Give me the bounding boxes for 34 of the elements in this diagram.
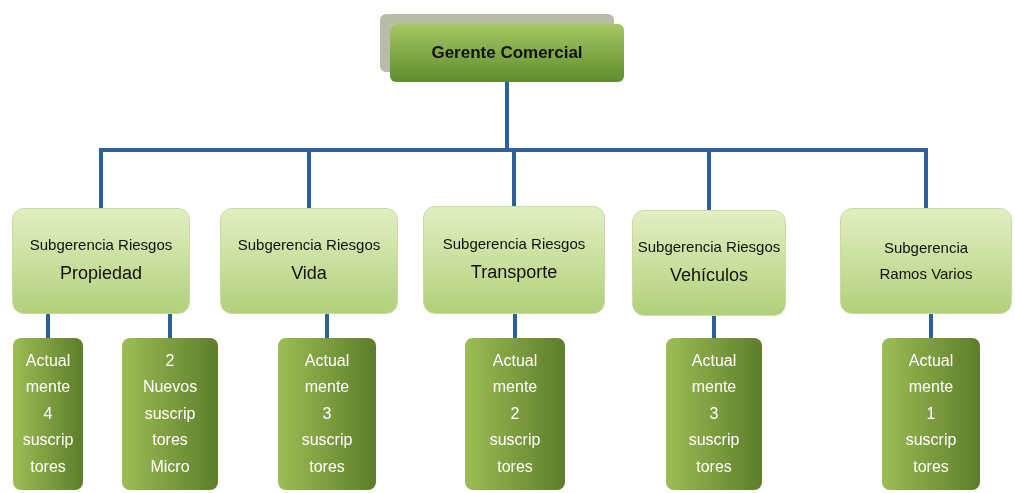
staff-text: 2 Nuevos suscrip tores Micro bbox=[142, 351, 198, 477]
title-text: Gerente Comercial bbox=[431, 43, 583, 63]
staff-text: Actual mente 3 suscrip tores bbox=[301, 351, 353, 477]
connector-line bbox=[929, 314, 933, 338]
department-name: Subgerencia Riesgos bbox=[29, 235, 173, 256]
department-name: Vehículos bbox=[669, 264, 749, 288]
staff-box bbox=[465, 338, 565, 490]
staff-text: Actual mente 2 suscrip tores bbox=[489, 351, 541, 477]
connector-line bbox=[168, 314, 172, 338]
department-name: Transporte bbox=[470, 261, 558, 285]
department-name: Subgerencia bbox=[883, 237, 969, 258]
department-box bbox=[840, 208, 1012, 314]
connector-line bbox=[712, 316, 716, 338]
staff-text: Actual mente 1 suscrip tores bbox=[905, 351, 957, 477]
department-box bbox=[423, 206, 605, 314]
department-box bbox=[220, 208, 398, 314]
connector-line bbox=[46, 314, 50, 338]
staff-box bbox=[882, 338, 980, 490]
staff-text: Actual mente 3 suscrip tores bbox=[688, 351, 740, 477]
department-name: Subgerencia Riesgos bbox=[442, 234, 586, 255]
department-name: Propiedad bbox=[59, 262, 143, 286]
staff-box bbox=[278, 338, 376, 490]
department-name: Subgerencia Riesgos bbox=[237, 235, 381, 256]
staff-text: Actual mente 4 suscrip tores bbox=[22, 351, 74, 477]
staff-box bbox=[122, 338, 218, 490]
department-name: Ramos Varios bbox=[879, 264, 973, 284]
department-box bbox=[632, 210, 786, 316]
staff-box bbox=[666, 338, 762, 490]
department-name: Subgerencia Riesgos bbox=[637, 237, 781, 258]
department-name: Vida bbox=[291, 262, 327, 286]
connector-line bbox=[513, 314, 517, 338]
connector-line bbox=[325, 314, 329, 338]
department-box bbox=[12, 208, 190, 314]
staff-box bbox=[13, 338, 83, 490]
